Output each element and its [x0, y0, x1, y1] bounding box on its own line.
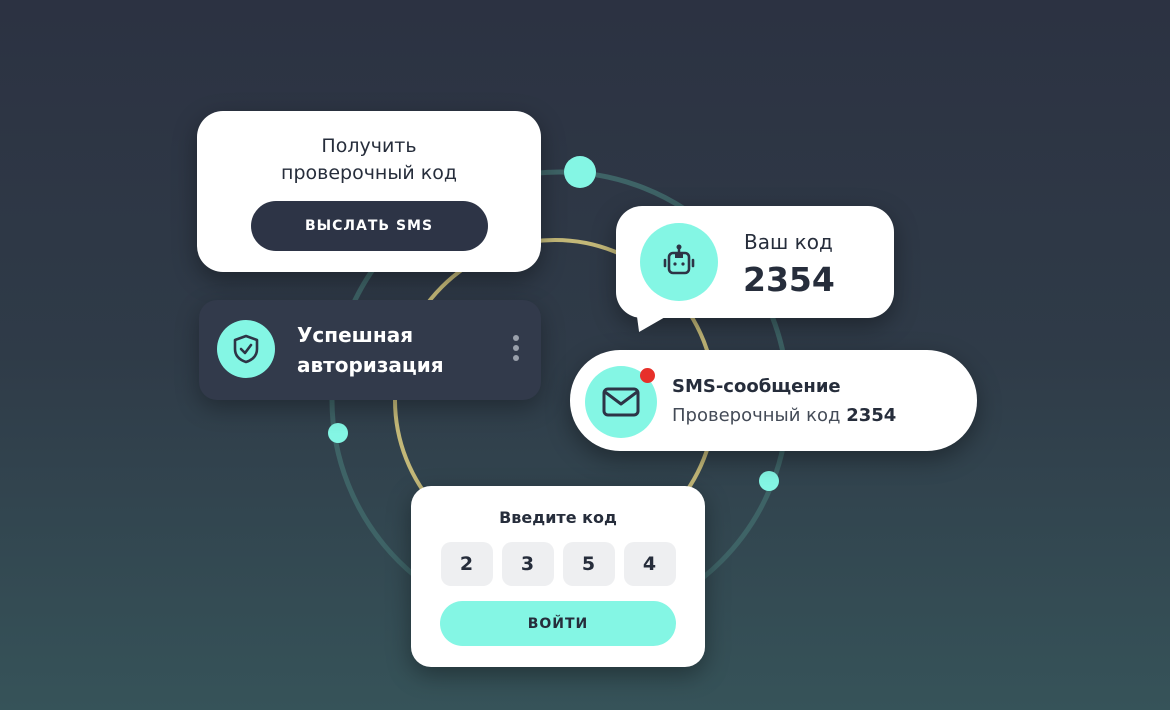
code-digit-4[interactable]: 4	[623, 542, 676, 586]
code-digit-2[interactable]: 3	[501, 542, 554, 586]
bubble-tail	[631, 316, 667, 332]
code-value: 2354	[743, 260, 835, 299]
sms-title: SMS-сообщение	[672, 376, 841, 397]
robot-icon	[640, 223, 718, 301]
code-bubble: Ваш код 2354	[616, 206, 894, 332]
code-input[interactable]: 2 3 5 4	[411, 542, 705, 586]
enter-code-title: Введите код	[499, 508, 617, 527]
envelope-icon	[585, 366, 657, 438]
code-label: Ваш код	[744, 230, 833, 254]
code-digit-3[interactable]: 5	[562, 542, 615, 586]
login-button[interactable]: ВОЙТИ	[440, 601, 676, 646]
send-sms-button[interactable]: ВЫСЛАТЬ SMS	[250, 201, 488, 251]
code-digit-1[interactable]: 2	[440, 542, 493, 586]
sms-text: Проверочный код 2354	[672, 405, 897, 426]
ring-dot	[328, 423, 348, 443]
unread-badge	[640, 368, 655, 383]
more-options-icon[interactable]	[513, 335, 521, 365]
enter-code-card: Введите код 2 3 5 4 ВОЙТИ	[411, 486, 705, 667]
sms-notification[interactable]: SMS-сообщение Проверочный код 2354	[570, 350, 977, 451]
ring-dot	[564, 156, 596, 188]
ring-dot	[759, 471, 779, 491]
shield-check-icon	[217, 320, 275, 378]
